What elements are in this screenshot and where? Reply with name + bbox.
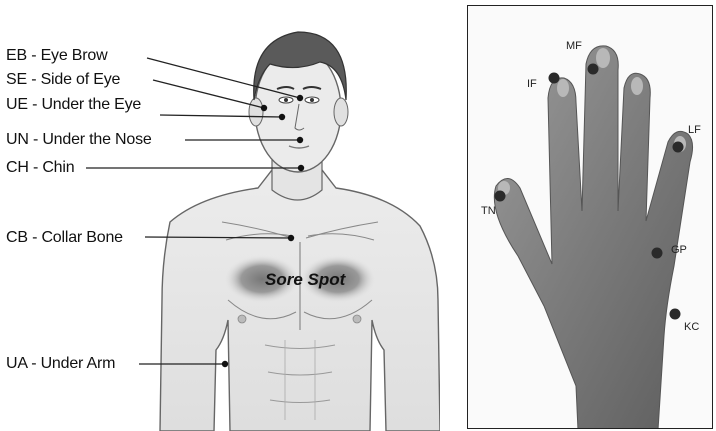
hand-shape bbox=[494, 46, 692, 429]
hand-label-mf: MF bbox=[566, 40, 582, 52]
label-under-the-eye: UE - Under the Eye bbox=[6, 96, 141, 114]
hand-label-if: IF bbox=[527, 78, 537, 90]
hand-label-kc: KC bbox=[684, 321, 699, 333]
hand-illustration bbox=[468, 6, 713, 429]
label-eye-brow: EB - Eye Brow bbox=[6, 47, 107, 65]
hand-label-lf: LF bbox=[688, 124, 701, 136]
label-chin: CH - Chin bbox=[6, 159, 74, 177]
body-diagram: EB - Eye Brow SE - Side of Eye UE - Unde… bbox=[0, 0, 440, 431]
label-collar-bone: CB - Collar Bone bbox=[6, 229, 123, 247]
sore-spot-label: Sore Spot bbox=[265, 270, 345, 290]
label-under-arm: UA - Under Arm bbox=[6, 355, 115, 373]
hand-label-gp: GP bbox=[671, 244, 687, 256]
label-under-the-nose: UN - Under the Nose bbox=[6, 131, 152, 149]
hand-diagram: TN IF MF LF GP KC bbox=[467, 5, 713, 429]
label-side-of-eye: SE - Side of Eye bbox=[6, 71, 120, 89]
hand-label-tn: TN bbox=[481, 205, 496, 217]
